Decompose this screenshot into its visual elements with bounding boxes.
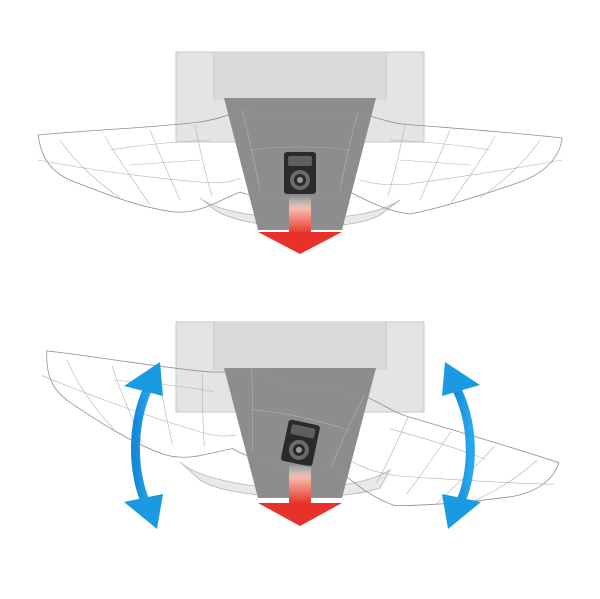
double-headed-arrow-icon-right	[442, 362, 481, 529]
strap-buckle-icon-tilted	[280, 419, 320, 467]
panel-moving	[41, 321, 560, 529]
arrow-down-icon	[258, 196, 342, 254]
panel-static	[37, 51, 563, 254]
strap-buckle-icon	[284, 152, 316, 194]
arrow-down-icon-bottom	[258, 464, 342, 526]
double-headed-arrow-icon-left	[124, 362, 163, 529]
seat-underside-top	[199, 197, 401, 228]
harness-wireframe-top	[37, 109, 563, 215]
